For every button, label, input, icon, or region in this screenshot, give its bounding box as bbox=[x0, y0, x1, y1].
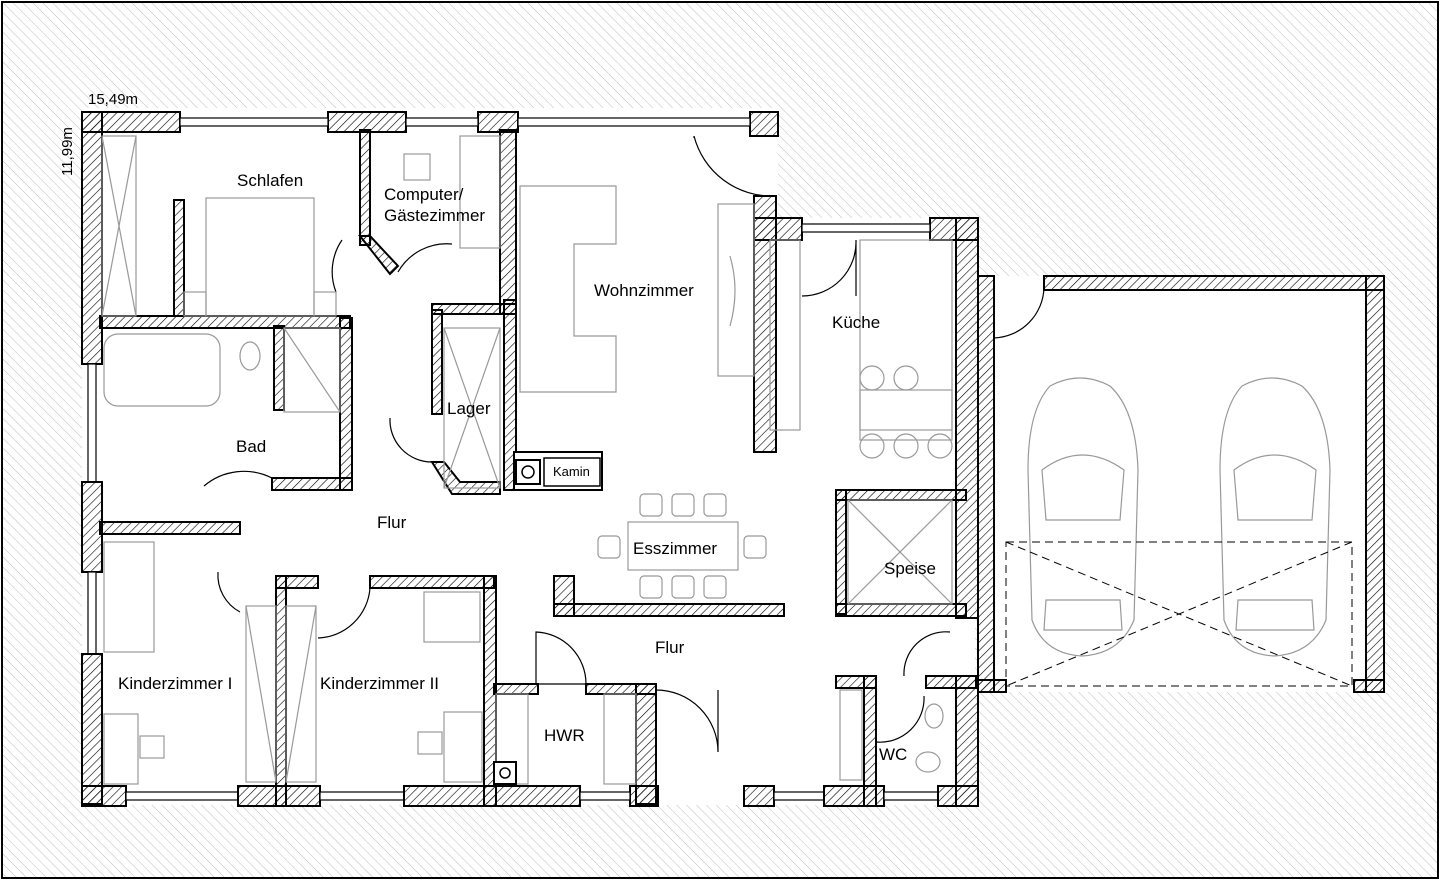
car-left bbox=[1027, 377, 1139, 657]
interior-walls bbox=[99, 129, 1385, 807]
furniture bbox=[101, 135, 953, 785]
label-kamin: Kamin bbox=[553, 464, 590, 479]
room-label-schlafen: Schlafen bbox=[237, 171, 303, 190]
room-label-kinderzimmer-1: Kinderzimmer I bbox=[118, 674, 232, 693]
garage-contents bbox=[1005, 377, 1353, 687]
dimension-depth: 11,99m bbox=[59, 127, 76, 176]
room-label-speise: Speise bbox=[884, 559, 936, 578]
room-label-bad: Bad bbox=[236, 437, 266, 456]
room-label-esszimmer: Esszimmer bbox=[633, 539, 717, 558]
car-right bbox=[1219, 377, 1331, 657]
fireplace bbox=[513, 451, 603, 491]
doors bbox=[203, 135, 1045, 753]
room-label-computer-line1: Computer/ bbox=[384, 185, 464, 204]
room-label-computer-line2: Gästezimmer bbox=[384, 206, 485, 225]
room-label-flur-1: Flur bbox=[377, 513, 407, 532]
boiler bbox=[493, 761, 517, 785]
room-label-wc: WC bbox=[879, 745, 907, 764]
room-label-kinderzimmer-2: Kinderzimmer II bbox=[320, 674, 439, 693]
room-label-wohnzimmer: Wohnzimmer bbox=[594, 281, 694, 300]
room-label-kueche: Küche bbox=[832, 313, 880, 332]
room-label-lager: Lager bbox=[447, 399, 491, 418]
dimension-width: 15,49m bbox=[88, 91, 138, 108]
garage-interior bbox=[978, 276, 1384, 692]
room-label-flur-2: Flur bbox=[655, 638, 685, 657]
room-label-hwr: HWR bbox=[544, 726, 585, 745]
